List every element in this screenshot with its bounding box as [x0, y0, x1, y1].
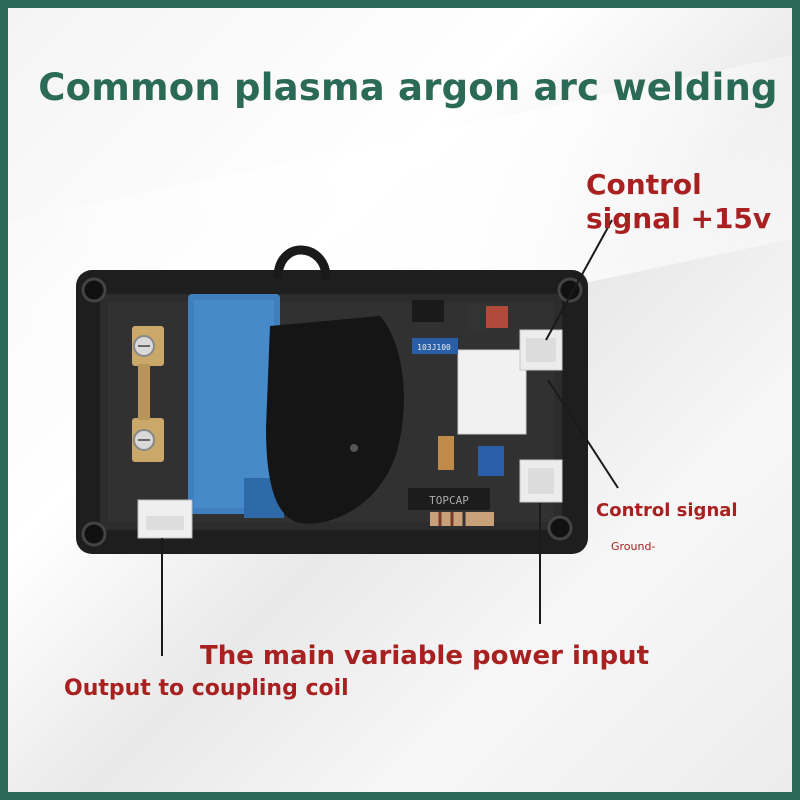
page-title: Common plasma argon arc welding	[38, 66, 778, 109]
relay	[457, 349, 527, 435]
screw-hole-top-left	[81, 277, 107, 303]
label-ground: Ground-	[611, 540, 656, 553]
screw-hole-bottom-right	[547, 515, 573, 541]
capacitor-code: 103J100	[417, 343, 451, 352]
label-control-15v-line2: signal +15v	[586, 202, 772, 235]
label-output-coil: Output to coupling coil	[64, 676, 349, 701]
label-control-15v-line1: Control	[586, 168, 702, 201]
chip	[408, 488, 490, 510]
pointer-control-signal	[547, 379, 619, 489]
label-control-15v: Control signal +15v	[586, 168, 771, 236]
black-round-component	[266, 316, 404, 524]
main-input-connector	[519, 459, 563, 503]
label-control-signal: Control signal	[596, 500, 738, 521]
screw-hole-bottom-left	[81, 521, 107, 547]
circuit-board-photo: TOPCAP 103J100	[76, 219, 619, 656]
chip-label: TOPCAP	[429, 494, 469, 507]
pointer-control-15v	[545, 219, 613, 341]
resistor	[430, 512, 494, 526]
label-main-input: The main variable power input	[200, 641, 649, 671]
